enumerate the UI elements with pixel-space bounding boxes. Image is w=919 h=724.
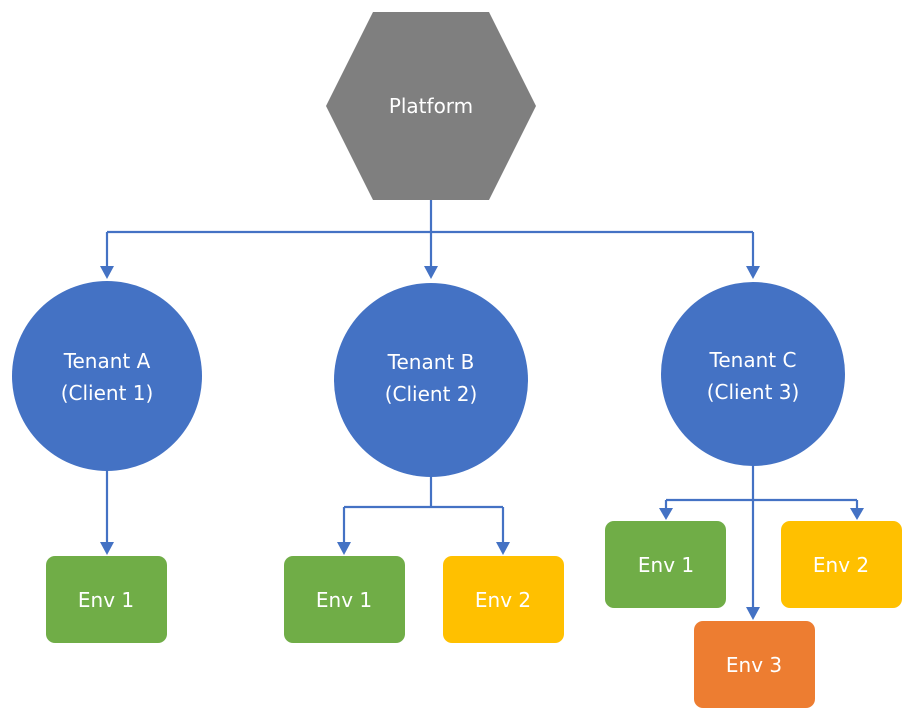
tenant-b-env-1: Env 1 bbox=[284, 556, 405, 643]
env-box bbox=[781, 521, 902, 608]
tenant-b-node: Tenant B (Client 2) bbox=[334, 283, 528, 477]
env-box bbox=[605, 521, 726, 608]
arrow-to-tenant-b-env-2 bbox=[496, 542, 510, 555]
platform-hexagon bbox=[326, 12, 536, 200]
env-label: Env 1 bbox=[638, 553, 694, 577]
tenant-c-env-2: Env 2 bbox=[781, 521, 902, 608]
tenant-b-client: (Client 2) bbox=[385, 382, 478, 406]
tenant-b-env-2: Env 2 bbox=[443, 556, 564, 643]
platform-node: Platform bbox=[326, 12, 536, 200]
env-box bbox=[443, 556, 564, 643]
arrow-to-tenant-a-env-1 bbox=[100, 542, 114, 555]
tenant-a-circle bbox=[12, 281, 202, 471]
arrow-to-tenant-c-env-3 bbox=[746, 607, 760, 620]
tenant-c-node: Tenant C (Client 3) bbox=[661, 282, 845, 466]
tenant-a-name: Tenant A bbox=[63, 349, 151, 373]
env-label: Env 3 bbox=[726, 653, 782, 677]
tenant-c-circle bbox=[661, 282, 845, 466]
tenant-b-name: Tenant B bbox=[387, 350, 475, 374]
env-box bbox=[694, 621, 815, 708]
env-label: Env 1 bbox=[78, 588, 134, 612]
arrow-to-tenant-c-env-1 bbox=[659, 508, 673, 520]
env-box bbox=[46, 556, 167, 643]
env-label: Env 2 bbox=[813, 553, 869, 577]
tenant-a-client: (Client 1) bbox=[61, 381, 154, 405]
tenant-a-node: Tenant A (Client 1) bbox=[12, 281, 202, 471]
tenant-c-env-1: Env 1 bbox=[605, 521, 726, 608]
env-box bbox=[284, 556, 405, 643]
connectors bbox=[100, 200, 864, 620]
connector-tenant-b-trunk bbox=[342, 476, 505, 543]
tenant-b-circle bbox=[334, 283, 528, 477]
arrow-to-tenant-a bbox=[100, 266, 114, 279]
env-label: Env 1 bbox=[316, 588, 372, 612]
tenant-c-client: (Client 3) bbox=[707, 380, 800, 404]
arrow-to-tenant-b bbox=[424, 266, 438, 279]
arrow-to-tenant-b-env-1 bbox=[337, 542, 351, 555]
env-label: Env 2 bbox=[475, 588, 531, 612]
platform-label: Platform bbox=[389, 94, 473, 118]
arrow-to-tenant-c bbox=[746, 266, 760, 279]
tenant-a-env-1: Env 1 bbox=[46, 556, 167, 643]
connector-tenant-c-trunk bbox=[664, 465, 859, 608]
arrow-to-tenant-c-env-2 bbox=[850, 508, 864, 520]
tenant-c-name: Tenant C bbox=[709, 348, 797, 372]
tenant-c-env-3: Env 3 bbox=[694, 621, 815, 708]
